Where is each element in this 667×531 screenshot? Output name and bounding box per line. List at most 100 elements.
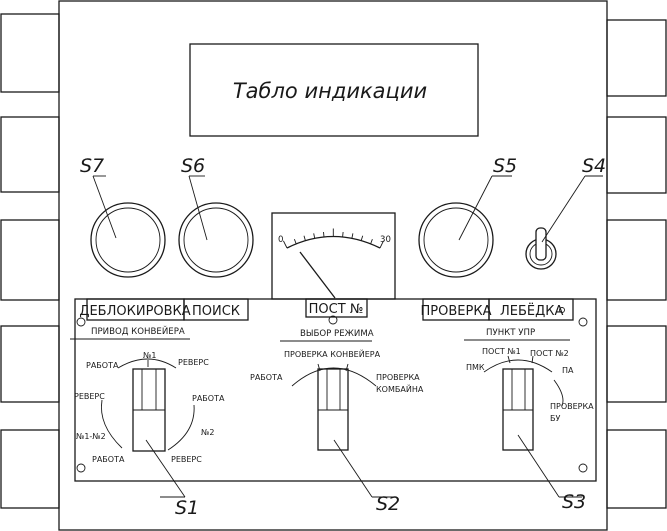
label-s5: S5 [493,155,517,177]
right-side-tabs [606,19,667,509]
leader-s7 [92,175,117,239]
rotary-switch-s3[interactable] [502,368,534,451]
plate-winch[interactable]: ЛЕБЁДКА [488,298,574,321]
right-tab-4 [606,325,667,403]
gauge-needle [299,251,336,299]
s3-check-bu-2: БУ [550,414,560,423]
label-s2: S2 [376,493,400,515]
leader-s5 [458,175,493,241]
gauge-frame [271,212,396,300]
plate-deblock-label: ДЕБЛОКИРОВКА [79,304,190,319]
left-tab-1 [0,13,60,93]
leader-s4 [541,175,586,243]
s3-pmk: ПМК [466,363,485,372]
leader-s6 [188,175,208,241]
s1-reverse-bottom: РЕВЕРС [171,455,202,464]
left-tab-4 [0,325,60,403]
plate-deblock[interactable]: ДЕБЛОКИРОВКА [79,298,191,321]
s1-work-right: РАБОТА [192,394,225,403]
s3-post1: ПОСТ №1 [482,347,521,356]
plate-search[interactable]: ПОИСК [183,298,249,321]
screw-top-center [328,315,338,325]
gauge-tick [360,235,364,241]
housing-outline [58,0,608,531]
left-tab-2 [0,116,60,193]
left-tab-5 [0,429,60,509]
s2-check-combine-2: КОМБАЙНА [376,383,424,394]
plate-search-label: ПОИСК [192,304,240,319]
leader-s3 [517,434,560,498]
s3-check-bu-1: ПРОВЕРКА [550,402,594,411]
label-s1: S1 [175,497,199,519]
leader-s2 [333,439,373,498]
s1-reverse-left: РЕВЕРС [74,392,105,401]
s1-work-top: РАБОТА [86,361,119,370]
gauge-meter: 0 30 [271,212,396,300]
winch-indicator [559,307,565,313]
gauge-tick [342,231,344,238]
plate-post-no-label: ПОСТ № [309,302,364,317]
s2-work: РАБОТА [250,373,283,382]
knob-s7[interactable] [90,202,166,278]
gauge-tick [370,239,373,245]
s1-reverse-top: РЕВЕРС [178,358,209,367]
plate-check[interactable]: ПРОВЕРКА [421,298,492,321]
gauge-tick [282,240,288,249]
label-s3: S3 [562,491,586,513]
gauge-tick [293,239,297,245]
gauge-tick [313,233,316,239]
group-drive-title: ПРИВОД КОНВЕЙЕРА [91,325,185,337]
s3-arc-top [483,359,553,373]
screw-top-right [578,317,588,327]
plate-check-label: ПРОВЕРКА [421,304,492,319]
left-tab-3 [0,219,60,301]
screw-bottom-left [76,463,86,473]
display-title: Табло индикации [233,79,427,103]
label-s7: S7 [80,155,104,177]
toggle-switch-s4[interactable] [525,227,557,270]
s1-arc-left [100,399,123,449]
rotary-switch-s2[interactable] [317,368,349,451]
knob-s5[interactable] [418,202,494,278]
s3-tick-1 [507,355,511,364]
s1-arc-right [167,404,195,451]
s2-check-conveyor: ПРОВЕРКА КОНВЕЙЕРА [284,348,381,359]
indication-display [189,43,479,137]
gauge-tick [351,233,354,239]
s1-work-bottom: РАБОТА [92,455,125,464]
s2-arc [291,367,377,387]
gauge-tick [323,231,325,238]
plate-post-no[interactable]: ПОСТ № [305,298,368,318]
s3-pa: ПА [562,366,574,375]
leader-s1 [145,439,186,498]
gauge-max-label: 30 [380,235,391,245]
label-s6: S6 [181,155,205,177]
right-tab-2 [606,116,667,194]
s2-tick-1 [317,363,321,372]
s2-tick-2 [345,363,349,372]
right-tab-1 [606,19,667,97]
s1-no1: №1 [143,351,156,360]
group-mode-title: ВЫБОР РЕЖИМА [300,329,374,339]
right-tab-3 [606,219,667,301]
gauge-tick [303,235,306,241]
screw-bottom-right [578,463,588,473]
gauge-tick [379,240,384,249]
knob-s6[interactable] [178,202,254,278]
s2-check-combine-1: ПРОВЕРКА [376,373,420,382]
s1-arc-top [117,358,177,369]
gauge-min-label: 0 [278,235,283,245]
screw-top-left [76,317,86,327]
s3-arc-right [553,379,564,407]
s3-tick-2 [531,355,534,364]
s3-post2: ПОСТ №2 [530,349,569,358]
s1-no1-no2: №1-№2 [76,432,106,441]
gauge-scale-arc [286,235,381,249]
s1-no2: №2 [201,428,214,437]
left-side-tabs [0,13,60,509]
rotary-switch-s1[interactable] [132,368,166,452]
plate-winch-label: ЛЕБЁДКА [500,303,564,319]
label-s4: S4 [582,155,606,177]
group-control-title: ПУНКТ УПР [486,328,535,338]
